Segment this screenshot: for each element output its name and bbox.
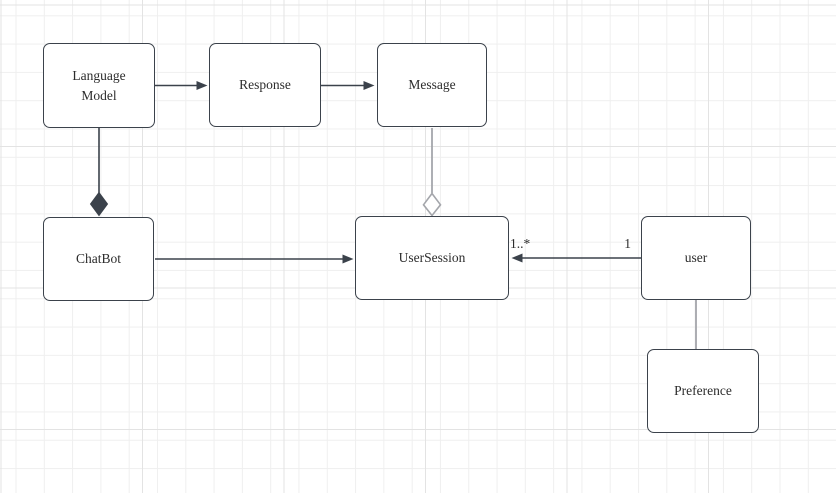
edge-message-to-usersession-aggregation[interactable] <box>422 128 442 217</box>
edge-language-model-to-response[interactable] <box>155 81 208 90</box>
node-label: user <box>684 250 708 266</box>
arrowhead-icon <box>342 254 354 264</box>
arrowhead-icon <box>511 253 523 263</box>
node-label: ChatBot <box>75 251 121 267</box>
edge-chatbot-to-usersession[interactable] <box>155 254 354 264</box>
aggregation-diamond-icon <box>422 192 442 217</box>
node-user[interactable]: user <box>641 216 751 300</box>
multiplicity-label-user-end: 1 <box>624 236 631 251</box>
node-label: Response <box>239 77 291 93</box>
node-label: Language Model <box>72 67 126 103</box>
node-label: UserSession <box>398 250 466 266</box>
edge-language-model-to-chatbot-composition[interactable] <box>89 128 109 217</box>
edge-user-to-usersession[interactable] <box>511 253 642 263</box>
edge-response-to-message[interactable] <box>321 81 375 90</box>
composition-diamond-icon <box>89 191 109 217</box>
node-label: Preference <box>674 383 732 399</box>
node-label: Message <box>408 77 456 93</box>
node-response[interactable]: Response <box>209 43 321 127</box>
node-usersession[interactable]: UserSession <box>355 216 509 300</box>
arrowhead-icon <box>363 81 375 90</box>
multiplicity-label-usersession-end: 1..* <box>510 236 531 251</box>
arrowhead-icon <box>196 81 208 90</box>
node-language-model[interactable]: Language Model <box>43 43 155 128</box>
node-message[interactable]: Message <box>377 43 487 127</box>
node-preference[interactable]: Preference <box>647 349 759 433</box>
node-chatbot[interactable]: ChatBot <box>43 217 154 301</box>
